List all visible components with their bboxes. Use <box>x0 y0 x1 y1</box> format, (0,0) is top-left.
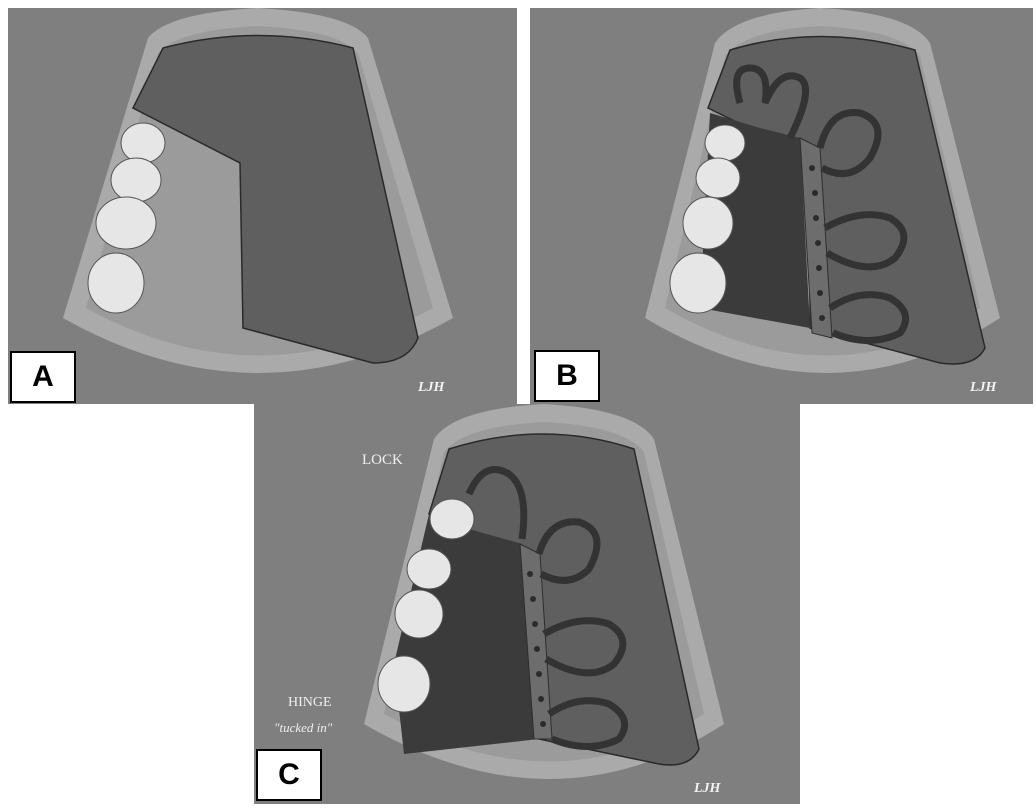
tooth <box>407 549 451 589</box>
panel-b-illustration: LJH <box>530 8 1033 404</box>
signature: LJH <box>969 380 998 395</box>
panel-a-illustration: LJH <box>8 8 517 404</box>
panel-label-b: B <box>534 350 600 402</box>
tooth <box>96 197 156 249</box>
tooth <box>430 499 474 539</box>
signature: LJH <box>693 781 722 796</box>
tooth <box>705 125 745 161</box>
tooth <box>683 197 733 249</box>
tooth <box>395 590 443 638</box>
panel-b: LJH B <box>530 8 1033 404</box>
panel-label-c: C <box>256 749 322 801</box>
tucked-in-label: "tucked in" <box>274 720 333 735</box>
panel-c-illustration: LOCK HINGE "tucked in" LJH <box>254 404 800 804</box>
panel-a: LJH A <box>8 8 517 404</box>
hinge-label: HINGE <box>288 695 332 710</box>
lock-label: LOCK <box>362 452 403 468</box>
signature: LJH <box>417 380 446 395</box>
panel-c: LOCK HINGE "tucked in" LJH C <box>254 404 800 804</box>
tooth <box>696 158 740 198</box>
tooth <box>121 123 165 163</box>
tooth <box>88 253 144 313</box>
tooth <box>670 253 726 313</box>
tooth <box>378 656 430 712</box>
tooth <box>111 158 161 202</box>
panel-label-a: A <box>10 351 76 403</box>
